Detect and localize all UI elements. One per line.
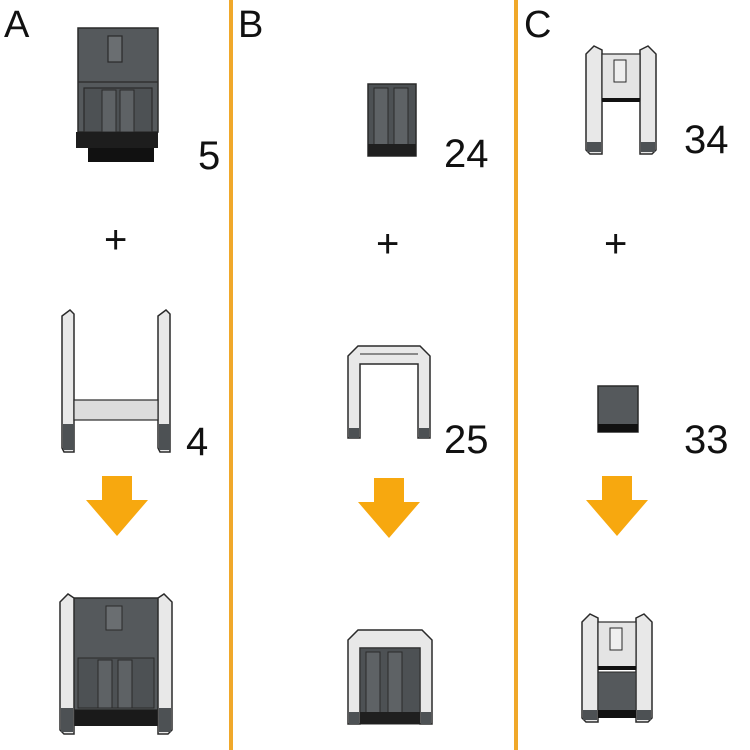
part-number-b-bottom: 25 — [444, 418, 489, 462]
plus-sign-a: + — [104, 218, 128, 262]
part-34-light-frame-icon — [585, 45, 657, 155]
part-number-a-bottom: 4 — [186, 420, 209, 464]
part-number-c-top: 34 — [684, 118, 729, 162]
part-25-light-frame-icon — [347, 345, 431, 439]
part-5-dark-housing-icon — [76, 27, 159, 162]
plus-sign-b: + — [376, 222, 400, 266]
plus-sign-c: + — [604, 222, 628, 266]
part-24-dark-block-icon — [367, 83, 417, 157]
part-4-light-frame-icon — [61, 309, 171, 453]
divider-ab — [229, 0, 233, 750]
divider-bc — [514, 0, 518, 750]
assembled-c-icon — [581, 613, 653, 723]
panel-label-c: C — [524, 4, 552, 46]
assembled-b-icon — [347, 629, 433, 725]
down-arrow-a-icon — [86, 476, 148, 536]
part-number-c-bottom: 33 — [684, 418, 729, 462]
part-number-b-top: 24 — [444, 132, 489, 176]
panel-label-b: B — [238, 4, 264, 46]
panel-label-a: A — [4, 4, 30, 46]
part-33-dark-block-icon — [597, 385, 639, 433]
down-arrow-c-icon — [586, 476, 648, 536]
down-arrow-b-icon — [358, 478, 420, 538]
part-number-a-top: 5 — [198, 134, 221, 178]
assembled-a-icon — [59, 593, 173, 735]
